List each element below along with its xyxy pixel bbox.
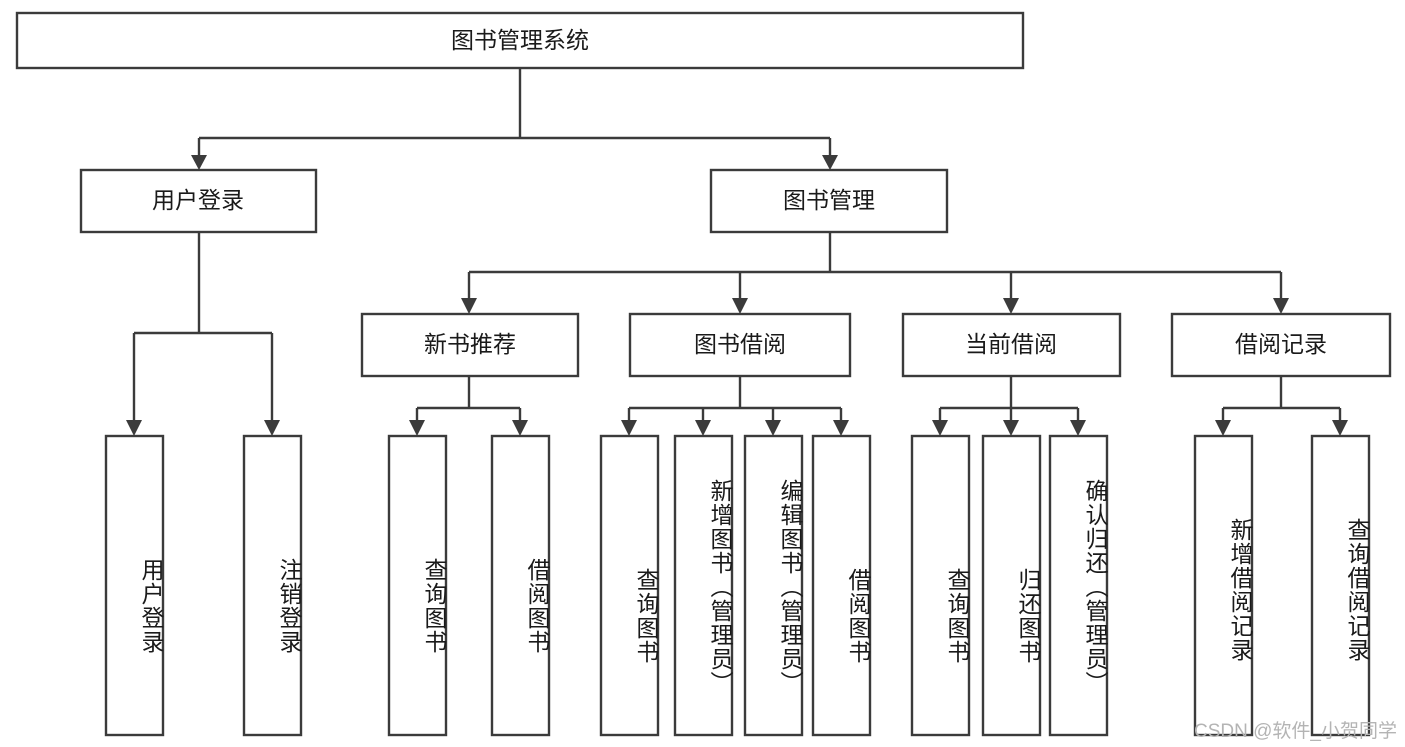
arrowhead-borrowrecord-leaf-2: [1332, 420, 1348, 436]
node-book-management-label: 图书管理: [783, 187, 875, 213]
node-borrow-record[interactable]: [1170, 312, 1392, 378]
arrowhead-newbook-leaf-2: [512, 420, 528, 436]
node-current-borrow-label: 当前借阅: [965, 331, 1057, 357]
node-book-borrow[interactable]: [628, 312, 852, 378]
leaf-box-newbook-query[interactable]: [387, 434, 448, 737]
leaf-box-currentborrow-query[interactable]: [910, 434, 971, 737]
node-borrow-record-label: 借阅记录: [1235, 331, 1327, 357]
leaf-box-currentborrow-confirm[interactable]: [1048, 434, 1109, 737]
node-new-book-recommend-label: 新书推荐: [424, 331, 516, 357]
arrowhead-bookborrow-leaf-3: [765, 420, 781, 436]
arrowhead-bookborrow-leaf-4: [833, 420, 849, 436]
arrowhead-currentborrow-leaf-2: [1003, 420, 1019, 436]
arrowhead-borrow-record: [1273, 298, 1289, 314]
arrowhead-bookborrow-leaf-1: [621, 420, 637, 436]
watermark-text: CSDN @软件_小贺同学: [1194, 721, 1397, 742]
arrowhead-leaf-user-login: [126, 420, 142, 436]
arrowhead-user-login: [191, 155, 207, 170]
arrowhead-currentborrow-leaf-1: [932, 420, 948, 436]
leaf-box-bookborrow-add[interactable]: [673, 434, 734, 737]
leaf-box-bookborrow-query[interactable]: [599, 434, 660, 737]
node-book-management[interactable]: [709, 168, 949, 234]
connector-layer: [126, 68, 1348, 436]
leaf-box-currentborrow-return[interactable]: [981, 434, 1042, 737]
leaf-box-record-add[interactable]: [1193, 434, 1254, 737]
leaf-box-newbook-borrow[interactable]: [490, 434, 551, 737]
arrowhead-currentborrow-leaf-3: [1070, 420, 1086, 436]
node-root-label: 图书管理系统: [451, 27, 589, 53]
node-root[interactable]: [15, 11, 1025, 70]
node-book-borrow-label: 图书借阅: [694, 331, 786, 357]
arrowhead-book-borrow: [732, 298, 748, 314]
arrowhead-book-mgmt: [822, 155, 838, 170]
arrowhead-new-book: [461, 298, 477, 314]
node-new-book-recommend[interactable]: [360, 312, 580, 378]
leaf-box-record-query[interactable]: [1310, 434, 1371, 737]
arrowhead-newbook-leaf-1: [409, 420, 425, 436]
arrowhead-leaf-logout: [264, 420, 280, 436]
arrowhead-borrowrecord-leaf-1: [1215, 420, 1231, 436]
arrowhead-bookborrow-leaf-2: [695, 420, 711, 436]
node-user-login[interactable]: [79, 168, 318, 234]
leaf-box-logout[interactable]: [242, 434, 303, 737]
leaf-box-bookborrow-borrow[interactable]: [811, 434, 872, 737]
node-current-borrow[interactable]: [901, 312, 1122, 378]
arrowhead-current-borrow: [1003, 298, 1019, 314]
node-user-login-label: 用户登录: [152, 187, 244, 213]
leaf-box-user-login[interactable]: [104, 434, 165, 737]
node-layer: 图书管理系统 用户登录 图书管理 新书推荐 图书借阅 当前借阅 借阅记录: [15, 11, 1392, 737]
leaf-box-bookborrow-edit[interactable]: [743, 434, 804, 737]
